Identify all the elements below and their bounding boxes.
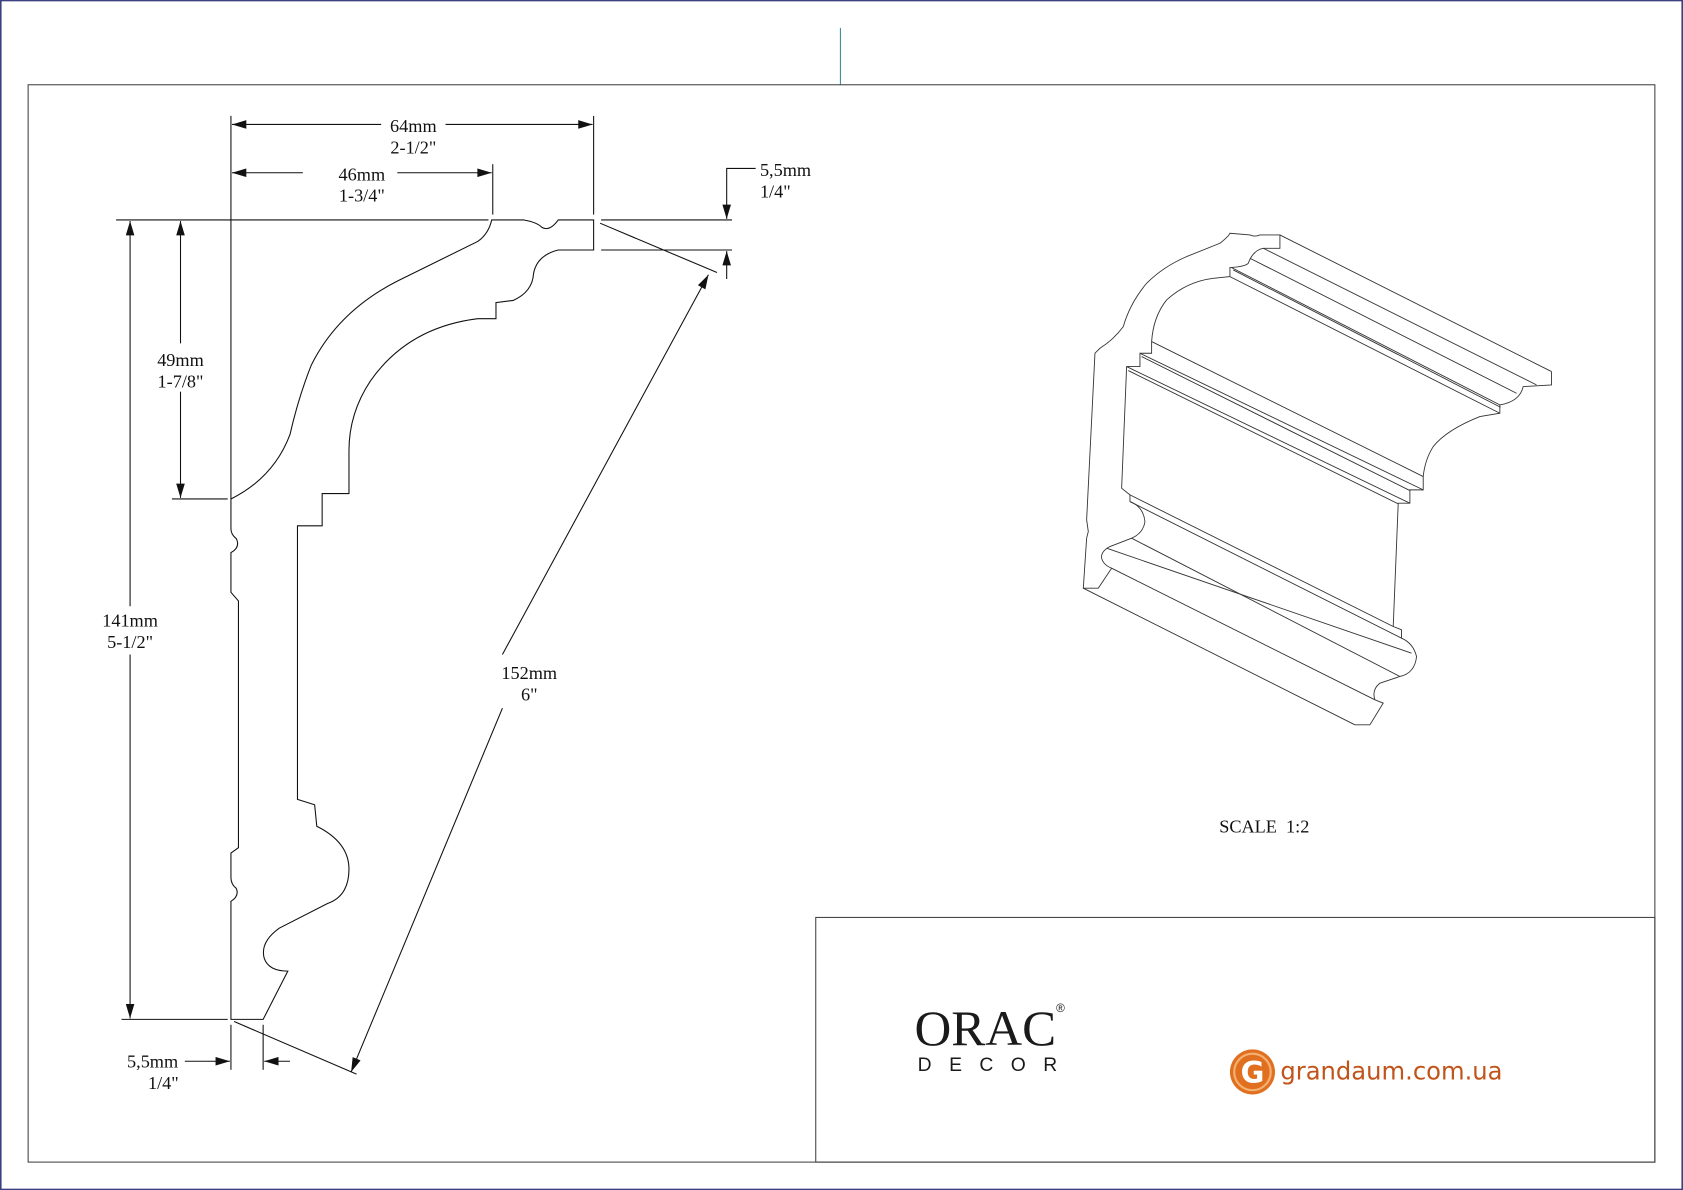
grandaum-url: grandaum.com.ua: [1280, 1056, 1502, 1085]
dim-width-inner-in: 1-3/4": [339, 186, 385, 206]
dim-bottom-lip-mm: 5,5mm: [127, 1052, 178, 1072]
dim-height-total-mm: 141mm: [102, 611, 158, 631]
grandaum-g-icon: [1229, 1049, 1276, 1095]
dim-height-total-in: 5-1/2": [107, 632, 153, 652]
dim-bottom-lip-in: 1/4": [148, 1073, 179, 1093]
registered-mark: ®: [1056, 1001, 1065, 1015]
scale-label: SCALE 1:2: [1219, 817, 1309, 837]
dim-width-inner-mm: 46mm: [339, 164, 386, 184]
dim-width-total-in: 2-1/2": [390, 137, 436, 157]
orac-decor-logo: ORAC ® DECOR: [914, 1001, 1065, 1076]
dimension-lines: [125, 120, 756, 1073]
grandaum-g-letter: G: [1241, 1056, 1265, 1090]
drawing-frame: [27, 84, 1656, 1163]
orac-logo-text: ORAC: [914, 1001, 1056, 1056]
moulding-isometric-view: [1083, 233, 1551, 725]
dim-height-upper-mm: 49mm: [157, 350, 204, 370]
title-block: [815, 916, 1656, 1163]
dim-width-total-mm: 64mm: [390, 116, 437, 136]
moulding-profile-section: [230, 219, 595, 1020]
decor-logo-text: DECOR: [918, 1055, 1058, 1076]
extension-lines: [116, 115, 733, 1075]
dim-top-lip-in: 1/4": [760, 181, 791, 201]
dim-top-lip-mm: 5,5mm: [760, 160, 811, 180]
dim-diagonal-mm: 152mm: [501, 663, 557, 683]
dim-diagonal-in: 6": [521, 685, 538, 705]
grandaum-logo: G grandaum.com.ua: [1229, 1049, 1502, 1095]
dim-height-upper-in: 1-7/8": [158, 371, 204, 391]
